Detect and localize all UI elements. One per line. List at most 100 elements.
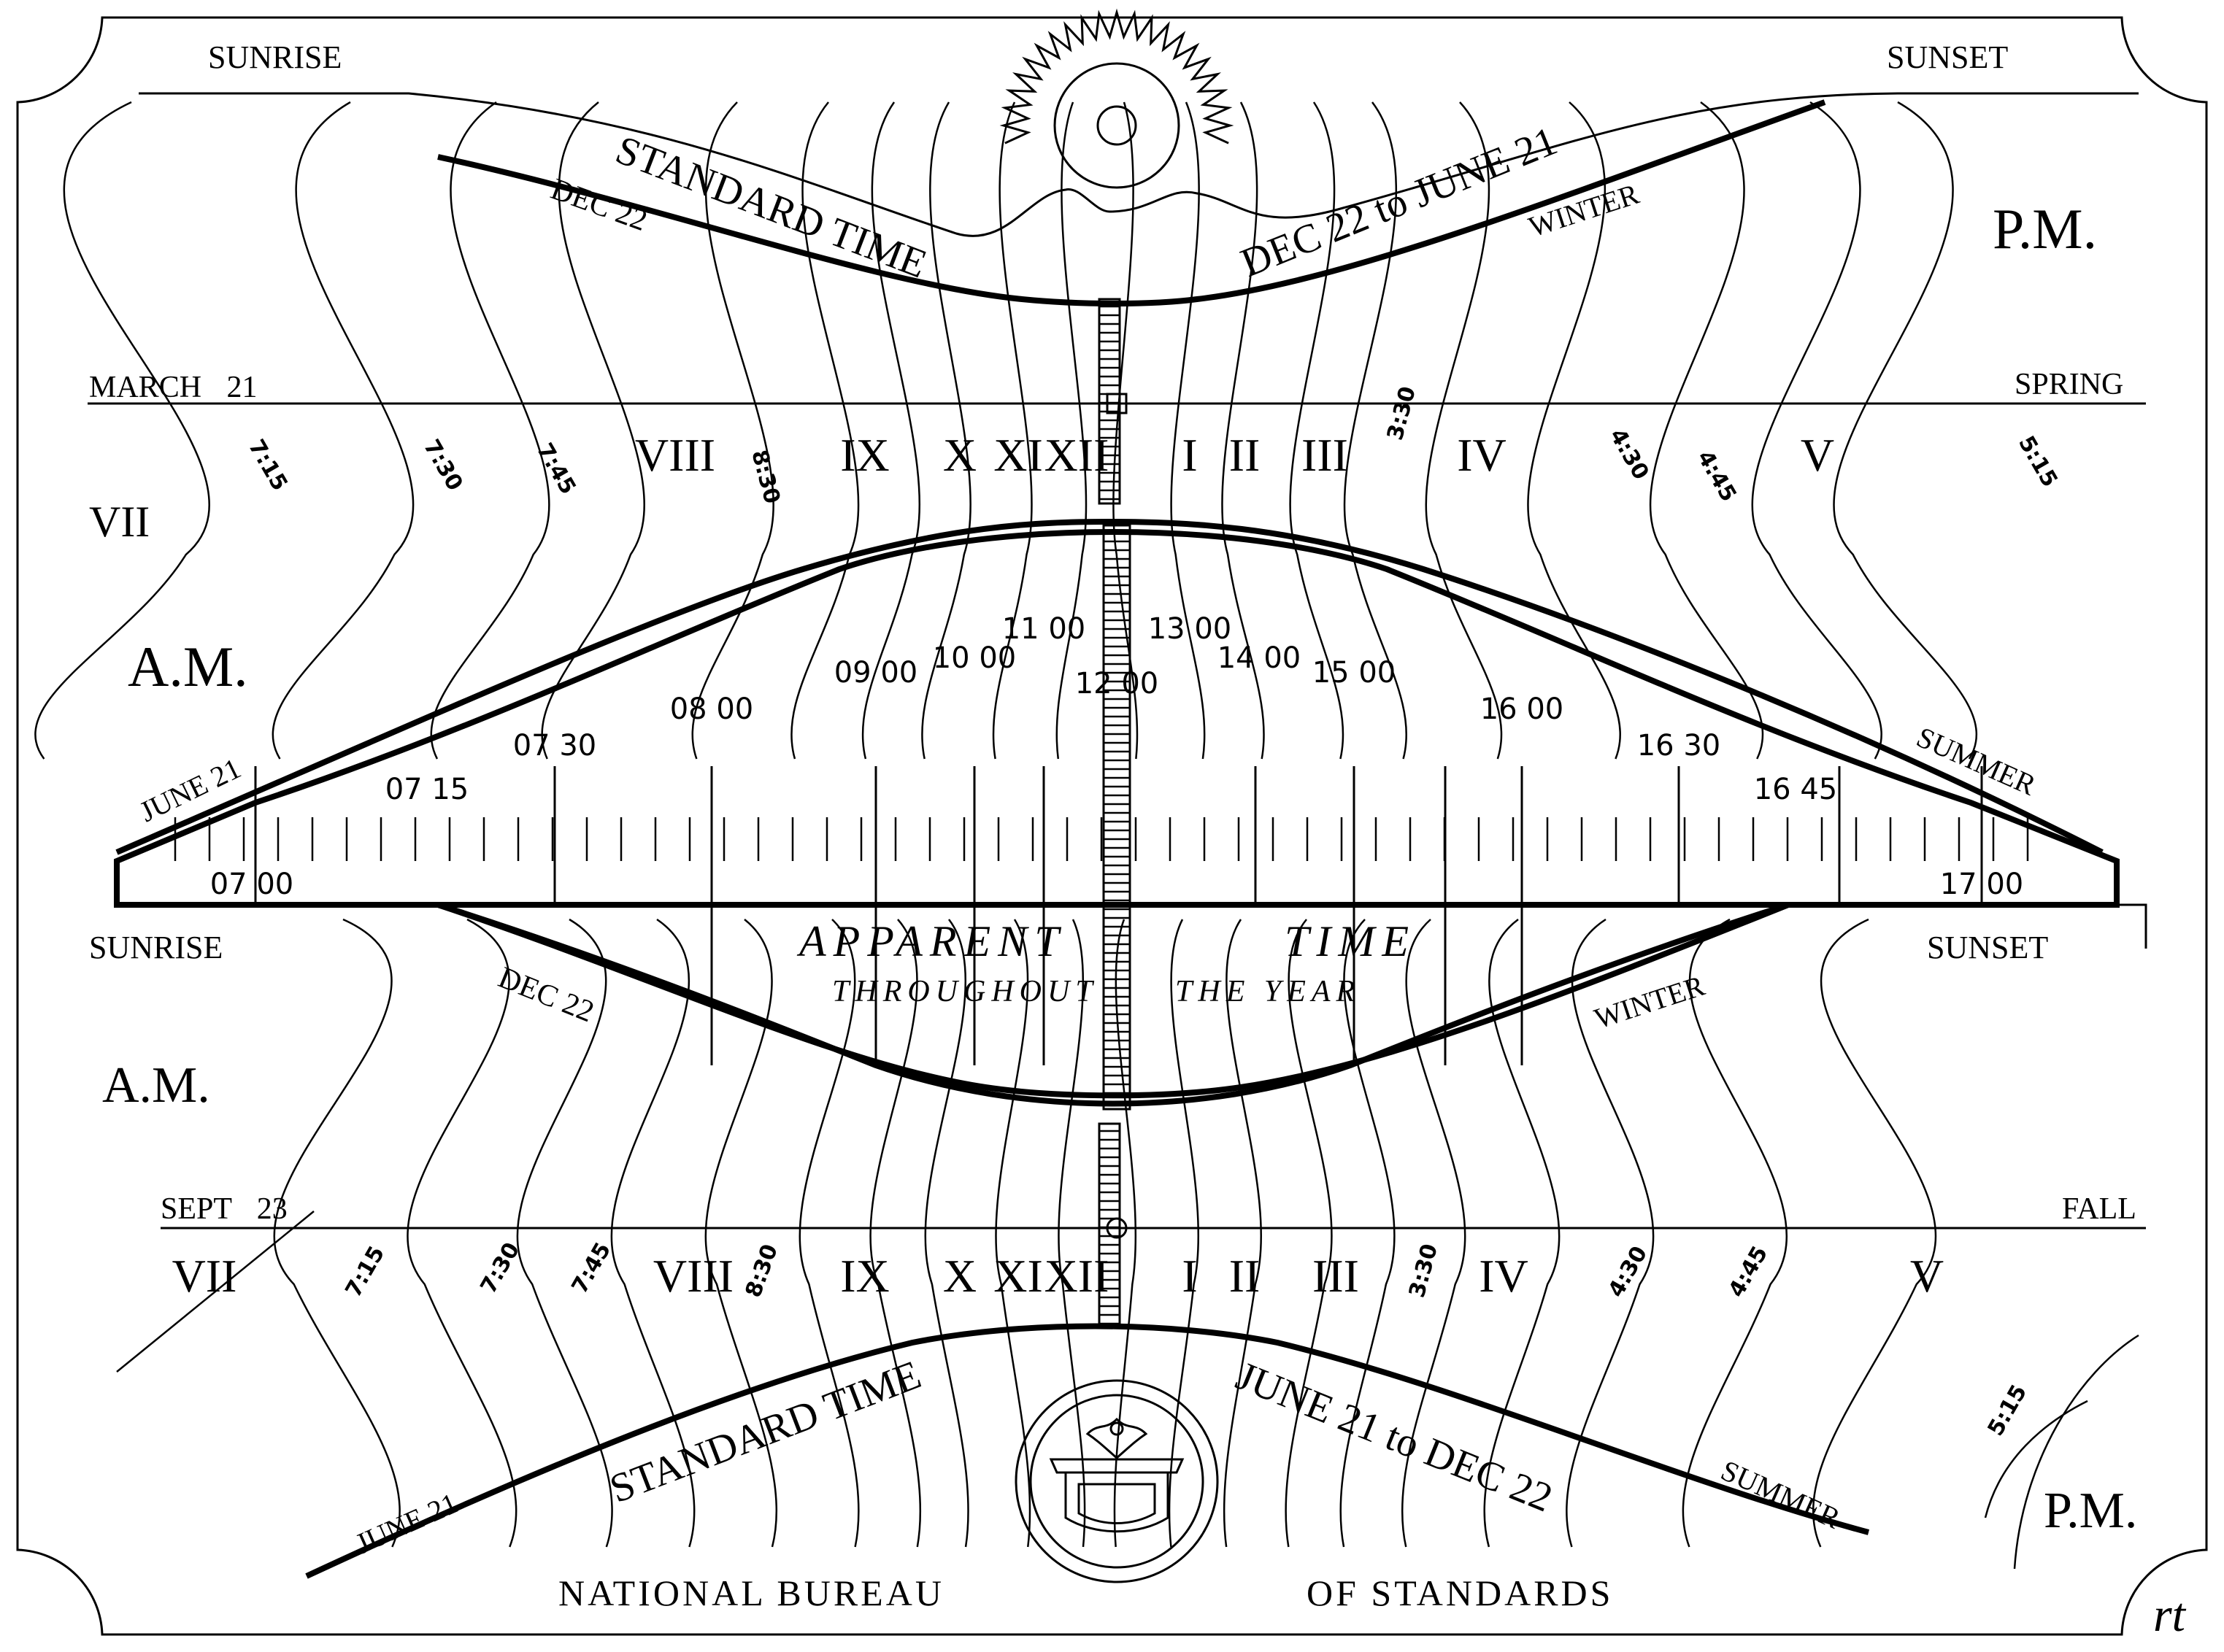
middle-hour-label: 11 00 xyxy=(1002,612,1086,646)
top-quarter-label: 7:30 xyxy=(418,436,468,495)
bottom-panel-outline xyxy=(117,903,2147,949)
bottom-hour-numeral: I xyxy=(1182,1250,1197,1302)
artist-signature: rt xyxy=(2153,1589,2187,1642)
top-hour-curve xyxy=(1833,101,1978,760)
ladder-frame xyxy=(1102,524,1131,1111)
middle-hour-label: 16 00 xyxy=(1480,692,1564,726)
bottom-hour-curve xyxy=(869,919,922,1548)
bottom-quarter-label: 7:30 xyxy=(476,1238,526,1298)
bottom-hour-curve xyxy=(273,918,401,1548)
top-hour-numeral: X xyxy=(943,429,977,481)
top-hour-curve xyxy=(861,101,921,760)
top-quarter-label: 4:45 xyxy=(1692,447,1742,506)
cog-emblem xyxy=(999,8,1234,189)
bottom-quarter-label: 5:15 xyxy=(1983,1381,2033,1440)
top-hour-numeral: XI xyxy=(993,429,1043,481)
middle-hour-ticks xyxy=(174,766,2029,1065)
bottom-quarter-label: 4:45 xyxy=(1724,1242,1774,1302)
fall-label: FALL xyxy=(2062,1192,2136,1226)
bottom-quarter-label: 7:15 xyxy=(341,1242,390,1302)
bottom-band-upper xyxy=(436,902,1790,1099)
outer-frame xyxy=(16,16,2208,1636)
top-hour-numeral: III xyxy=(1301,429,1348,481)
ladder-top xyxy=(1098,298,1121,505)
bottom-standard-time-banner: STANDARD TIME xyxy=(604,1352,927,1512)
bottom-hour-numeral: IV xyxy=(1479,1250,1528,1302)
top-hour-curve xyxy=(1221,101,1265,760)
top-quarter-label: 4:30 xyxy=(1604,425,1654,485)
top-hour-curve xyxy=(992,101,1033,760)
top-hour-curve xyxy=(430,101,550,760)
footer-of-standards: OF STANDARDS xyxy=(1307,1572,1613,1613)
top-hour-numeral: V xyxy=(1801,429,1834,481)
bottom-hour-curve xyxy=(1223,919,1262,1548)
top-hour-numeral: I xyxy=(1182,429,1197,481)
bottom-quarter-label: 8:30 xyxy=(741,1241,783,1301)
middle-hour-label: 08 00 xyxy=(670,692,754,726)
top-panel-outline xyxy=(139,92,2139,237)
spring-label: SPRING xyxy=(2015,368,2123,401)
bottom-hour-curve xyxy=(1113,919,1137,1548)
bottom-hour-curve xyxy=(116,1211,315,1373)
bottom-hour-curve xyxy=(1566,918,1655,1548)
bottom-hour-numeral: VIII xyxy=(653,1250,734,1302)
bottom-hour-numeral: V xyxy=(1910,1250,1944,1302)
top-hour-curve xyxy=(1055,101,1088,760)
middle-hour-label: 15 00 xyxy=(1312,656,1396,690)
bottom-hour-curve xyxy=(407,918,517,1548)
bottom-hour-curve xyxy=(1401,919,1466,1548)
middle-hour-label: 17 00 xyxy=(1940,868,2024,901)
top-hour-curve xyxy=(1425,101,1503,760)
bottom-hour-numeral: XII xyxy=(1044,1250,1109,1302)
bottom-sunset-label: SUNSET xyxy=(1927,930,2048,965)
bottom-hour-curve xyxy=(1285,919,1333,1548)
bottom-hour-curve xyxy=(1812,918,1937,1548)
time-label: TIME xyxy=(1285,917,1416,965)
bottom-hour-numeral: IX xyxy=(840,1250,890,1302)
march-21-label: MARCH 21 xyxy=(89,371,258,404)
top-hour-numeral: VIII xyxy=(635,429,715,481)
bottom-hour-curves xyxy=(116,918,2139,1570)
top-date-range-banner: DEC 22 to JUNE 21 xyxy=(1235,118,1563,286)
bottom-hour-curve xyxy=(610,918,696,1548)
top-hour-numeral: IX xyxy=(840,429,890,481)
bottom-hour-numeral: VII xyxy=(172,1250,237,1302)
noon-ladder xyxy=(1098,298,1131,1329)
bottom-hour-curve xyxy=(1984,1400,2088,1518)
ladder-square-marker xyxy=(1106,393,1128,414)
top-standard-time-banner: STANDARD TIME xyxy=(609,127,933,287)
top-band-upper xyxy=(437,99,1826,306)
top-am-label: A.M. xyxy=(128,635,248,698)
top-quarter-label: 5:15 xyxy=(2013,432,2063,492)
bottom-hour-numeral: X xyxy=(943,1250,977,1302)
sept-23-label: SEPT 23 xyxy=(161,1192,288,1226)
top-hour-curve xyxy=(1289,101,1344,760)
bottom-hour-numeral: XI xyxy=(993,1250,1043,1302)
top-hour-numeral: XII xyxy=(1044,429,1109,481)
top-hour-curve xyxy=(1751,101,1882,760)
middle-hour-label: 07 00 xyxy=(210,868,294,901)
bottom-hour-curve xyxy=(1058,919,1086,1548)
bottom-june21-label: JUNE 21 xyxy=(350,1486,462,1560)
top-quarter-label: 8:30 xyxy=(746,447,785,506)
top-band-lower xyxy=(115,518,2104,855)
bottom-hour-curve xyxy=(516,918,613,1548)
bottom-hour-curve xyxy=(1682,918,1788,1548)
top-hour-curves xyxy=(34,101,1978,760)
top-hour-curve xyxy=(790,101,860,760)
top-hour-curve xyxy=(1527,101,1621,760)
throughout-label: THROUGHOUT xyxy=(832,975,1098,1008)
middle-hour-label: 07 15 xyxy=(385,773,469,806)
top-quarter-label: 7:15 xyxy=(243,436,293,495)
middle-hour-label: 13 00 xyxy=(1148,612,1232,646)
bottom-hour-curve xyxy=(704,919,778,1548)
top-sunset-label: SUNSET xyxy=(1887,39,2008,75)
top-hour-curve xyxy=(34,101,210,760)
bottom-hour-curve xyxy=(924,919,969,1548)
top-hour-numeral: II xyxy=(1229,429,1261,481)
top-hour-curve xyxy=(1112,101,1139,760)
